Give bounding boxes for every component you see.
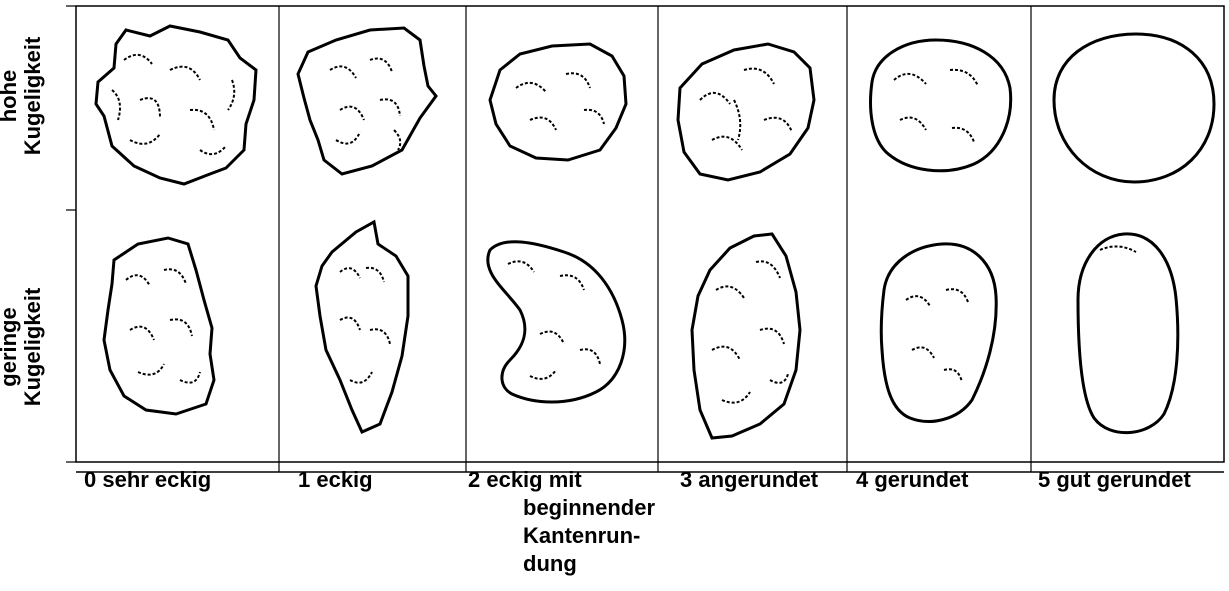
grain-1-high bbox=[298, 28, 436, 174]
grain-3-high bbox=[678, 44, 814, 180]
grain-4-low bbox=[881, 244, 996, 422]
column-label-5: 5 gut gerundet bbox=[1038, 466, 1191, 494]
grain-5-high bbox=[1054, 34, 1214, 182]
grain-2-low bbox=[488, 242, 625, 402]
grain-2-high bbox=[490, 44, 626, 160]
grain-5-low bbox=[1078, 234, 1178, 433]
column-label-3: 3 angerundet bbox=[680, 466, 818, 494]
row-label-low-sphericity: geringe Kugeligkeit bbox=[0, 267, 47, 427]
grain-0-high bbox=[96, 26, 256, 184]
column-label-2: 2 eckig mit beginnender Kantenrun- dung bbox=[468, 466, 655, 578]
grain-1-low bbox=[316, 222, 408, 432]
row-label-high-sphericity: hohe Kugeligkeit bbox=[0, 16, 47, 176]
grain-4-high bbox=[871, 40, 1011, 171]
grain-0-low bbox=[104, 238, 214, 414]
grain-3-low bbox=[692, 234, 800, 438]
column-label-1: 1 eckig bbox=[298, 466, 373, 494]
column-label-0: 0 sehr eckig bbox=[84, 466, 211, 494]
column-label-4: 4 gerundet bbox=[856, 466, 968, 494]
